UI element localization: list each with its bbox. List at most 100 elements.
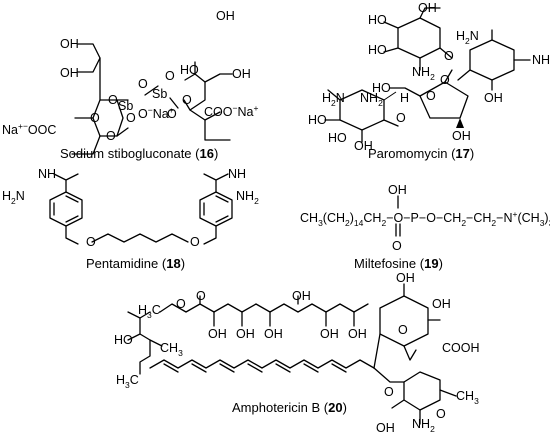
atom-h: H bbox=[400, 91, 409, 105]
svg-text:CH3: CH3 bbox=[456, 389, 479, 406]
svg-text:NH2: NH2 bbox=[236, 189, 259, 206]
svg-text:Pentamidine (18): Pentamidine (18) bbox=[86, 256, 185, 271]
svg-text:O−Na+: O−Na+ bbox=[138, 105, 174, 121]
atom-oh: OH bbox=[348, 327, 367, 341]
compound-number: 16 bbox=[199, 146, 213, 161]
atom-o: O bbox=[86, 235, 96, 249]
amine-nh2: NH bbox=[532, 53, 550, 67]
atom-oh: OH bbox=[232, 67, 251, 81]
atom-oh: OH bbox=[388, 183, 407, 197]
svg-text:NH2: NH2 bbox=[412, 65, 435, 82]
compound-name: Paromomycin bbox=[368, 146, 447, 161]
structure-sodium-stibogluconate: OH OH OH HO OH O O O O O O O O Sb Sb O−N… bbox=[2, 9, 258, 161]
atom-o: O bbox=[196, 289, 206, 303]
svg-text:H2N: H2N bbox=[456, 29, 479, 46]
atom-ho: HO bbox=[328, 131, 347, 145]
compound-name: Pentamidine bbox=[86, 256, 158, 271]
atom-ho: HO bbox=[372, 81, 391, 95]
compound-name: Sodium stibogluconate bbox=[60, 146, 192, 161]
svg-text:NH2: NH2 bbox=[412, 417, 435, 434]
atom-o: O bbox=[426, 89, 436, 103]
atom-oh: OH bbox=[216, 9, 235, 23]
compound-name: Miltefosine bbox=[354, 256, 416, 271]
amine-nh2: NH bbox=[412, 417, 430, 431]
counterion-na: Na bbox=[153, 107, 169, 121]
atom-o: O bbox=[90, 111, 100, 125]
atom-o: O bbox=[396, 111, 406, 125]
svg-text:Paromomycin (17): Paromomycin (17) bbox=[368, 146, 474, 161]
compound-number: 20 bbox=[328, 400, 342, 415]
atom-ho: HO bbox=[368, 43, 387, 57]
amine-nh2: NH bbox=[412, 65, 430, 79]
atom-ho: HO bbox=[114, 333, 133, 347]
atom-o: O bbox=[106, 129, 116, 143]
atom-o: O bbox=[190, 235, 200, 249]
atom-oh: OH bbox=[264, 327, 283, 341]
atom-oh: OH bbox=[418, 1, 437, 15]
atom-o: O bbox=[398, 323, 408, 337]
atom-o: O bbox=[182, 93, 192, 107]
miltefosine-formula: CH3(CH2)14CH2−O−P−O−CH2−CH2−N+(CH3)3 bbox=[300, 209, 550, 228]
atom-oh: OH bbox=[236, 327, 255, 341]
atom-o: O bbox=[436, 407, 446, 421]
amine-h2n: H bbox=[322, 91, 331, 105]
amine-h2n: H bbox=[2, 189, 11, 203]
compound-number: 17 bbox=[455, 146, 469, 161]
compound-number: 18 bbox=[166, 256, 180, 271]
atom-oh: OH bbox=[484, 91, 503, 105]
svg-text:CH3: CH3 bbox=[160, 341, 183, 358]
carboxylate-ooc: OOC bbox=[28, 123, 56, 137]
atom-sb: Sb bbox=[118, 99, 133, 113]
atom-oh: OH bbox=[396, 271, 415, 285]
svg-text:Na+−OOC: Na+−OOC bbox=[2, 121, 56, 137]
atom-oh: OH bbox=[292, 289, 311, 303]
svg-text:Miltefosine (19): Miltefosine (19) bbox=[354, 256, 443, 271]
atom-oh: OH bbox=[452, 129, 471, 143]
methyl-ch3: CH bbox=[456, 389, 474, 403]
svg-text:COO−Na+: COO−Na+ bbox=[204, 103, 258, 119]
atom-o: O bbox=[384, 385, 394, 399]
atom-ho: HO bbox=[180, 63, 199, 77]
carboxylate-coo: COO bbox=[204, 105, 233, 119]
atom-o: O bbox=[165, 69, 175, 83]
imine-nh: NH bbox=[38, 167, 56, 181]
counterion-na: Na bbox=[237, 105, 253, 119]
svg-text:NH2: NH2 bbox=[360, 91, 383, 108]
svg-text:H2N: H2N bbox=[2, 189, 25, 206]
structure-miltefosine: OH O CH3(CH2)14CH2−O−P−O−CH2−CH2−N+(CH3)… bbox=[300, 183, 550, 271]
atom-o-negative: O bbox=[138, 107, 148, 121]
methyl-h3c: H bbox=[138, 303, 147, 317]
svg-text:Amphotericin B (20): Amphotericin B (20) bbox=[232, 400, 347, 415]
atom-o: O bbox=[392, 239, 402, 253]
atom-o: O bbox=[138, 77, 148, 91]
atom-o: O bbox=[167, 107, 177, 121]
compound-number: 19 bbox=[424, 256, 438, 271]
carboxylic-acid-cooh: COOH bbox=[442, 341, 480, 355]
methyl-ch3: CH bbox=[160, 341, 178, 355]
amine-h2n: H bbox=[456, 29, 465, 43]
structure-pentamidine: NH H2N O O NH NH2 Pentamidine (18) bbox=[2, 167, 259, 271]
atom-oh: OH bbox=[432, 297, 451, 311]
methyl-h3c: H bbox=[116, 373, 125, 387]
counterion-na: Na bbox=[2, 123, 18, 137]
svg-text:H2N: H2N bbox=[322, 91, 345, 108]
atom-o: O bbox=[444, 49, 454, 63]
atom-oh: OH bbox=[354, 139, 373, 153]
svg-text:H3C: H3C bbox=[116, 373, 139, 390]
structure-amphotericin-b: H3C O O OH OH OH OH OH OH OH OH O COOH H… bbox=[114, 271, 480, 435]
atom-oh: OH bbox=[208, 327, 227, 341]
svg-text:Sodium stibogluconate (16): Sodium stibogluconate (16) bbox=[60, 146, 218, 161]
atom-ho: HO bbox=[308, 113, 327, 127]
atom-sb: Sb bbox=[152, 87, 167, 101]
amine-nh2: NH bbox=[236, 189, 254, 203]
amine-nh2: NH bbox=[360, 91, 378, 105]
svg-text:H3C: H3C bbox=[138, 303, 161, 320]
atom-ho: HO bbox=[368, 13, 387, 27]
atom-o: O bbox=[108, 93, 118, 107]
atom-oh: OH bbox=[320, 327, 339, 341]
svg-text:NH2: NH2 bbox=[532, 53, 550, 70]
structure-paromomycin: OH HO HO NH2 O H2N NH2 OH HO O OH H2N NH… bbox=[308, 1, 550, 161]
atom-oh: OH bbox=[60, 37, 79, 51]
compound-name: Amphotericin B bbox=[232, 400, 320, 415]
